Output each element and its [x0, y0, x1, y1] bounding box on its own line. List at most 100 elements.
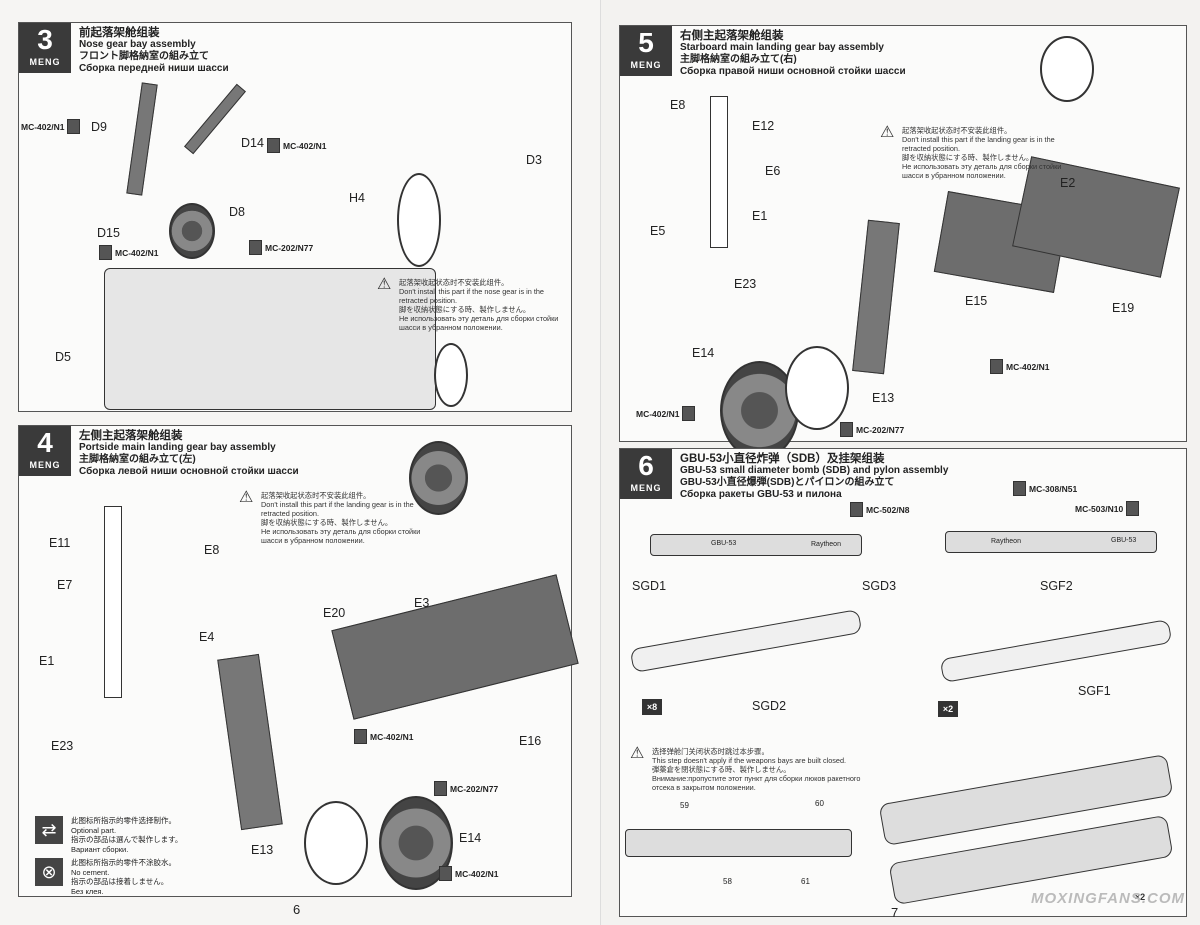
callout-number: 59: [680, 801, 689, 810]
step-number: 6: [638, 450, 654, 481]
warning-note: ⚠选择弹舱门关闭状态时跳过本步骤。This step doesn't apply…: [630, 745, 861, 793]
nose-wheel: [169, 203, 215, 259]
quantity-badge: ×2: [1134, 892, 1146, 902]
paint-code: MC-308/N51: [1013, 481, 1077, 496]
step-number: 3: [37, 24, 53, 55]
part-label: E12: [752, 119, 775, 133]
step-number: 5: [638, 27, 654, 58]
pylon-sgf2: [939, 619, 1173, 683]
paint-code: MC-402/N1: [21, 119, 81, 134]
drag-brace: [184, 83, 246, 155]
callout-number: 61: [801, 877, 810, 886]
pylon-sgd1: [629, 609, 863, 673]
part-label: E8: [204, 543, 220, 557]
warning-icon: ⚠: [880, 124, 895, 141]
part-label: D8: [229, 205, 245, 219]
legend-no-cement: ⊗此图标所指示的零件不涂胶水。No cement.指示の部品は接着しません。Бе…: [35, 858, 176, 896]
wheel-hub: [304, 801, 368, 885]
wheel-hub: [785, 346, 849, 430]
brand-logo: MENG: [29, 57, 61, 67]
part-label: E23: [51, 739, 74, 753]
wheel-installed: [409, 441, 468, 515]
step-number: 4: [37, 427, 53, 458]
part-label: SGF1: [1078, 684, 1111, 698]
part-label: E14: [459, 831, 482, 845]
part-label: E4: [199, 630, 215, 644]
brand-logo: MENG: [630, 483, 662, 493]
part-label: SGF2: [1040, 579, 1073, 593]
page-number: 7: [891, 905, 899, 920]
quantity-badge: ×2: [938, 701, 958, 717]
part-label: E5: [650, 224, 666, 238]
part-label: E13: [872, 391, 895, 405]
callout-number: 58: [723, 877, 732, 886]
paint-code: MC-402/N1: [267, 138, 326, 153]
watermark: MOXINGFANS.COM: [1030, 890, 1185, 907]
quantity-badge: ×8: [642, 699, 662, 715]
part-label: E15: [965, 294, 988, 308]
paint-code: MC-402/N1: [354, 729, 413, 744]
optional-part-icon: ⇄: [35, 816, 63, 844]
page-number: 6: [293, 902, 301, 917]
part-label: D14: [241, 136, 264, 150]
part-label: E3: [414, 596, 430, 610]
brand-logo: MENG: [630, 60, 662, 70]
part-label: D5: [55, 350, 71, 364]
callout-number: 60: [815, 799, 824, 808]
part-label: E7: [57, 578, 73, 592]
part-label: E11: [49, 536, 71, 550]
warning-icon: ⚠: [630, 745, 645, 762]
main-strut: [104, 506, 122, 698]
nose-wheel-assembled: [397, 173, 441, 267]
part-label: E16: [519, 734, 542, 748]
paint-code: MC-503/N10: [1075, 501, 1140, 516]
warning-icon: ⚠: [239, 489, 254, 506]
strut-assembled: [217, 653, 283, 831]
part-label: SGD2: [752, 699, 787, 713]
wheel-installed: [1040, 36, 1094, 102]
part-label: E13: [251, 843, 274, 857]
warning-icon: ⚠: [377, 276, 392, 293]
part-label: E20: [323, 606, 346, 620]
no-cement-icon: ⊗: [35, 858, 63, 886]
part-label: E1: [752, 209, 768, 223]
main-strut: [710, 96, 728, 248]
part-label: D3: [526, 153, 542, 167]
part-label: E14: [692, 346, 715, 360]
paint-code: MC-502/N8: [850, 502, 909, 517]
paint-code: MC-202/N77: [840, 422, 904, 437]
part-label: E19: [1112, 301, 1135, 315]
wheel-installed: [434, 343, 468, 407]
strut-assembled: [852, 219, 900, 375]
legend-optional: ⇄此图标所指示的零件选择制作。Optional part.指示の部品は選んで製作…: [35, 816, 182, 854]
paint-code: MC-402/N1: [439, 866, 498, 881]
paint-code: MC-202/N77: [249, 240, 313, 255]
part-label: SGD3: [862, 579, 897, 593]
warning-note: ⚠起落架收起状态时不安装此组件。Don't install this part …: [239, 489, 421, 546]
part-label: D15: [97, 226, 120, 240]
bay-e20-e16: [331, 574, 579, 720]
gear-bay-d5: [104, 268, 436, 410]
part-label: D9: [91, 120, 107, 134]
warning-note: ⚠起落架收起状态时不安装此组件。Don't install this part …: [377, 276, 559, 333]
paint-code: MC-402/N1: [636, 406, 696, 421]
bomb-assembled: [625, 829, 852, 857]
part-label: E1: [39, 654, 55, 668]
nose-strut: [126, 82, 158, 196]
paint-code: MC-202/N77: [434, 781, 498, 796]
part-label: E8: [670, 98, 686, 112]
